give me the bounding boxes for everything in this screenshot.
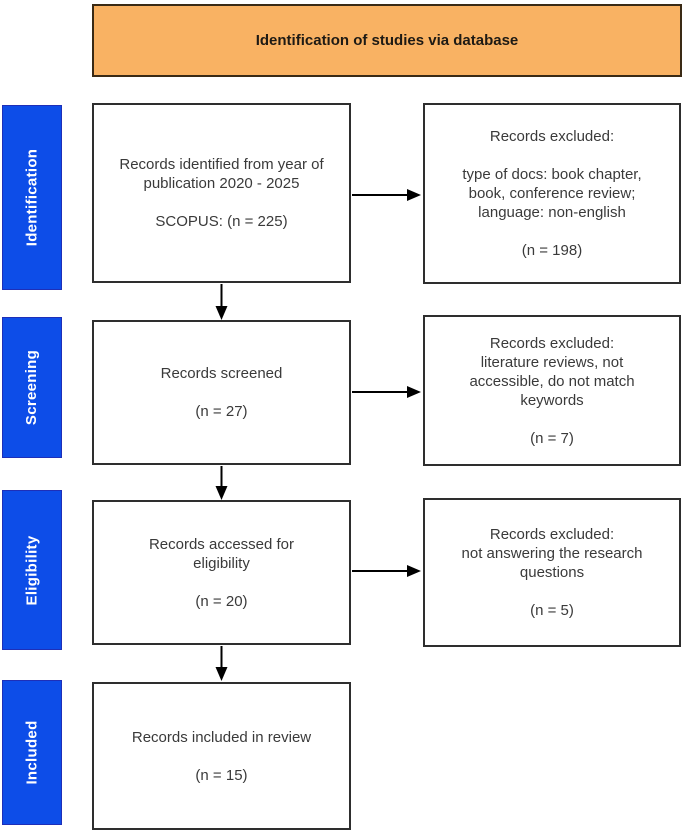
- arrow-down-eligibility-to-included-icon: [215, 646, 228, 681]
- box-records-screened-text: Records screened (n = 27): [160, 365, 283, 420]
- box-records-accessed-eligibility: Records accessed for eligibility (n = 20…: [92, 500, 351, 645]
- box-records-identified-text: Records identified from year of publicat…: [119, 156, 324, 230]
- box-records-identified: Records identified from year of publicat…: [92, 103, 351, 283]
- arrow-down-identified-to-screened-icon: [215, 284, 228, 320]
- stage-label-included: Included: [23, 720, 41, 785]
- box-records-excluded-eligibility-text: Records excluded: not answering the rese…: [461, 526, 643, 619]
- box-records-excluded-identification-text: Records excluded: type of docs: book cha…: [462, 128, 642, 259]
- arrow-down-screened-to-eligibility-icon: [215, 466, 228, 500]
- stage-bar-screening: Screening: [2, 317, 62, 458]
- box-records-accessed-eligibility-text: Records accessed for eligibility (n = 20…: [148, 535, 295, 610]
- stage-bar-identification: Identification: [2, 105, 62, 290]
- box-records-included: Records included in review (n = 15): [92, 682, 351, 830]
- arrow-right-identified-to-excluded-icon: [352, 189, 421, 201]
- box-records-excluded-eligibility: Records excluded: not answering the rese…: [423, 498, 681, 647]
- diagram-header: Identification of studies via database: [92, 4, 682, 77]
- stage-bar-included: Included: [2, 680, 62, 825]
- stage-label-screening: Screening: [23, 349, 41, 426]
- stage-label-identification: Identification: [23, 148, 41, 247]
- box-records-excluded-screening-text: Records excluded: literature reviews, no…: [469, 334, 635, 447]
- stage-label-eligibility: Eligibility: [23, 535, 41, 605]
- box-records-excluded-identification: Records excluded: type of docs: book cha…: [423, 103, 681, 284]
- arrow-right-screened-to-excluded-icon: [352, 386, 421, 398]
- box-records-screened: Records screened (n = 27): [92, 320, 351, 465]
- stage-bar-eligibility: Eligibility: [2, 490, 62, 650]
- arrow-right-eligibility-to-excluded-icon: [352, 565, 421, 577]
- diagram-title: Identification of studies via database: [255, 32, 519, 49]
- box-records-excluded-screening: Records excluded: literature reviews, no…: [423, 315, 681, 466]
- box-records-included-text: Records included in review (n = 15): [131, 728, 312, 784]
